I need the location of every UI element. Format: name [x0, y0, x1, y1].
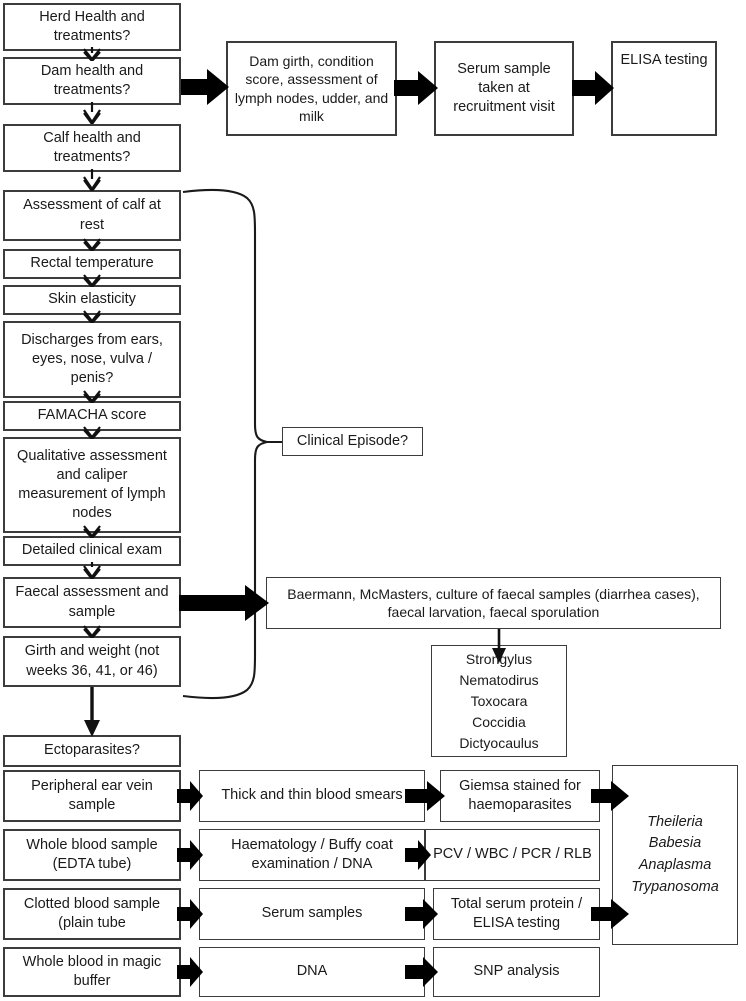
connector-famacha-to-qualitative — [81, 426, 103, 439]
arrow-blood-sample-3-to-processing — [177, 956, 203, 988]
box-blood-test-1: PCV / WBC / PCR / RLB — [425, 829, 600, 881]
box-rectal-temperature-label: Rectal temperature — [30, 255, 154, 272]
box-qualitative-assessment: Qualitative assessment and caliper measu… — [3, 437, 181, 533]
connector-herd-to-dam — [81, 47, 103, 61]
box-faecal-assessment-label: Faecal assessment and sample — [15, 584, 169, 620]
box-blood-processing-3-label: DNA — [296, 963, 328, 980]
box-ectoparasites-label: Ectoparasites? — [44, 742, 140, 759]
box-assessment-calf-rest-label: Assessment of calf at rest — [23, 197, 161, 233]
arrow-blood-processing-2-to-test — [405, 898, 438, 930]
arrow-blood-sample-0-to-processing — [177, 780, 203, 812]
box-dam-health-label: Dam health and treatments? — [40, 62, 144, 98]
box-ectoparasites: Ectoparasites? — [3, 735, 181, 767]
box-herd-health: Herd Health and treatments? — [3, 3, 181, 51]
box-blood-sample-1: Whole blood sample (EDTA tube) — [3, 829, 181, 881]
arrow-serum-to-elisa — [572, 70, 614, 106]
box-blood-processing-0-label: Thick and thin blood smears — [221, 787, 403, 804]
box-dam-girth: Dam girth, condition score, assessment o… — [226, 41, 397, 136]
arrow-blood-sample-1-to-processing — [177, 839, 203, 871]
box-serum-sample-label: Serum sample taken at recruitment visit — [453, 60, 555, 116]
box-baermann: Baermann, McMasters, culture of faecal s… — [266, 577, 721, 629]
box-calf-health: Calf health and treatments? — [3, 124, 181, 172]
connector-rectal-to-skin — [81, 274, 103, 287]
arrow-giemsa-to-results — [591, 780, 629, 812]
arrow-blood-processing-0-to-test — [405, 780, 445, 812]
box-blood-processing-1-label: Haematology / Buffy coat examination / D… — [231, 836, 393, 872]
box-calf-health-label: Calf health and treatments? — [43, 129, 141, 165]
box-blood-sample-0: Peripheral ear vein sample — [3, 770, 181, 822]
connector-detailed-to-faecal — [81, 562, 103, 579]
box-girth-and-weight-label: Girth and weight (not weeks 36, 41, or 4… — [24, 643, 160, 679]
connector-qualitative-to-detailed — [81, 525, 103, 538]
box-famacha-score-label: FAMACHA score — [37, 407, 147, 424]
box-serum-sample: Serum sample taken at recruitment visit — [434, 41, 574, 136]
box-blood-sample-3: Whole blood in magic buffer — [3, 947, 181, 997]
box-blood-sample-0-label: Peripheral ear vein sample — [31, 777, 153, 813]
arrow-blood-processing-1-to-test — [405, 839, 431, 871]
box-qualitative-assessment-label: Qualitative assessment and caliper measu… — [17, 447, 167, 522]
box-blood-test-1-label: PCV / WBC / PCR / RLB — [433, 846, 592, 863]
box-blood-test-3: SNP analysis — [433, 947, 600, 997]
connector-calf-to-assessment — [81, 169, 103, 191]
box-skin-elasticity-label: Skin elasticity — [48, 291, 136, 308]
box-baermann-label: Baermann, McMasters, culture of faecal s… — [287, 585, 700, 620]
box-haemoparasite-results-label: Theileria Babesia Anaplasma Trypanosoma — [631, 813, 719, 895]
box-skin-elasticity: Skin elasticity — [3, 285, 181, 315]
box-blood-test-3-label: SNP analysis — [473, 963, 560, 980]
box-elisa-testing-label: ELISA testing — [620, 52, 708, 68]
box-blood-sample-3-label: Whole blood in magic buffer — [22, 953, 162, 989]
box-clinical-episode-label: Clinical Episode? — [296, 432, 409, 449]
connector-discharges-to-famacha — [81, 390, 103, 403]
box-discharges: Discharges from ears, eyes, nose, vulva … — [3, 321, 181, 398]
clinical-episode-brace — [181, 186, 285, 702]
box-blood-sample-1-label: Whole blood sample (EDTA tube) — [26, 836, 158, 872]
box-clinical-episode: Clinical Episode? — [282, 427, 423, 456]
box-blood-processing-2: Serum samples — [199, 888, 425, 940]
arrow-dam-health-to-dam-girth — [181, 68, 229, 106]
box-assessment-calf-rest: Assessment of calf at rest — [3, 190, 181, 241]
box-blood-test-0-label: Giemsa stained for haemoparasites — [459, 777, 581, 813]
connector-dam-to-calf — [81, 102, 103, 124]
box-girth-and-weight: Girth and weight (not weeks 36, 41, or 4… — [3, 636, 181, 687]
box-blood-processing-2-label: Serum samples — [261, 905, 363, 922]
box-famacha-score: FAMACHA score — [3, 401, 181, 431]
box-parasite-list-label: Strongylus Nematodirus Toxocara Coccidia… — [459, 651, 539, 751]
box-blood-sample-2: Clotted blood sample (plain tube — [3, 888, 181, 940]
box-blood-test-2: Total serum protein / ELISA testing — [433, 888, 600, 940]
box-herd-health-label: Herd Health and treatments? — [39, 8, 145, 44]
box-blood-test-2-label: Total serum protein / ELISA testing — [450, 895, 583, 931]
connector-baermann-to-parasites — [487, 629, 511, 663]
box-blood-processing-3: DNA — [199, 947, 425, 997]
arrow-blood-processing-3-to-test — [405, 956, 438, 988]
box-discharges-label: Discharges from ears, eyes, nose, vulva … — [21, 331, 163, 387]
box-blood-sample-2-label: Clotted blood sample (plain tube — [23, 895, 161, 931]
box-parasite-list: Strongylus Nematodirus Toxocara Coccidia… — [431, 645, 567, 757]
box-blood-test-0: Giemsa stained for haemoparasites — [440, 770, 600, 822]
box-detailed-clinical-exam-label: Detailed clinical exam — [21, 542, 163, 559]
connector-skin-to-discharges — [81, 310, 103, 323]
box-dam-health: Dam health and treatments? — [3, 57, 181, 105]
connector-assessment-to-rectal — [81, 238, 103, 251]
connector-faecal-to-girth — [81, 625, 103, 638]
box-faecal-assessment: Faecal assessment and sample — [3, 577, 181, 628]
arrow-blood-sample-2-to-processing — [177, 898, 203, 930]
box-haemoparasite-results: Theileria Babesia Anaplasma Trypanosoma — [612, 765, 738, 945]
arrow-dam-girth-to-serum — [394, 70, 438, 106]
box-blood-processing-1: Haematology / Buffy coat examination / D… — [199, 829, 425, 881]
arrow-faecal-to-baermann — [179, 584, 269, 622]
box-dam-girth-label: Dam girth, condition score, assessment o… — [234, 52, 389, 124]
arrow-serum-protein-to-results — [591, 898, 629, 930]
box-elisa-testing: ELISA testing — [611, 41, 717, 136]
connector-girth-to-ectoparasites — [80, 687, 104, 737]
box-blood-processing-0: Thick and thin blood smears — [199, 770, 425, 822]
